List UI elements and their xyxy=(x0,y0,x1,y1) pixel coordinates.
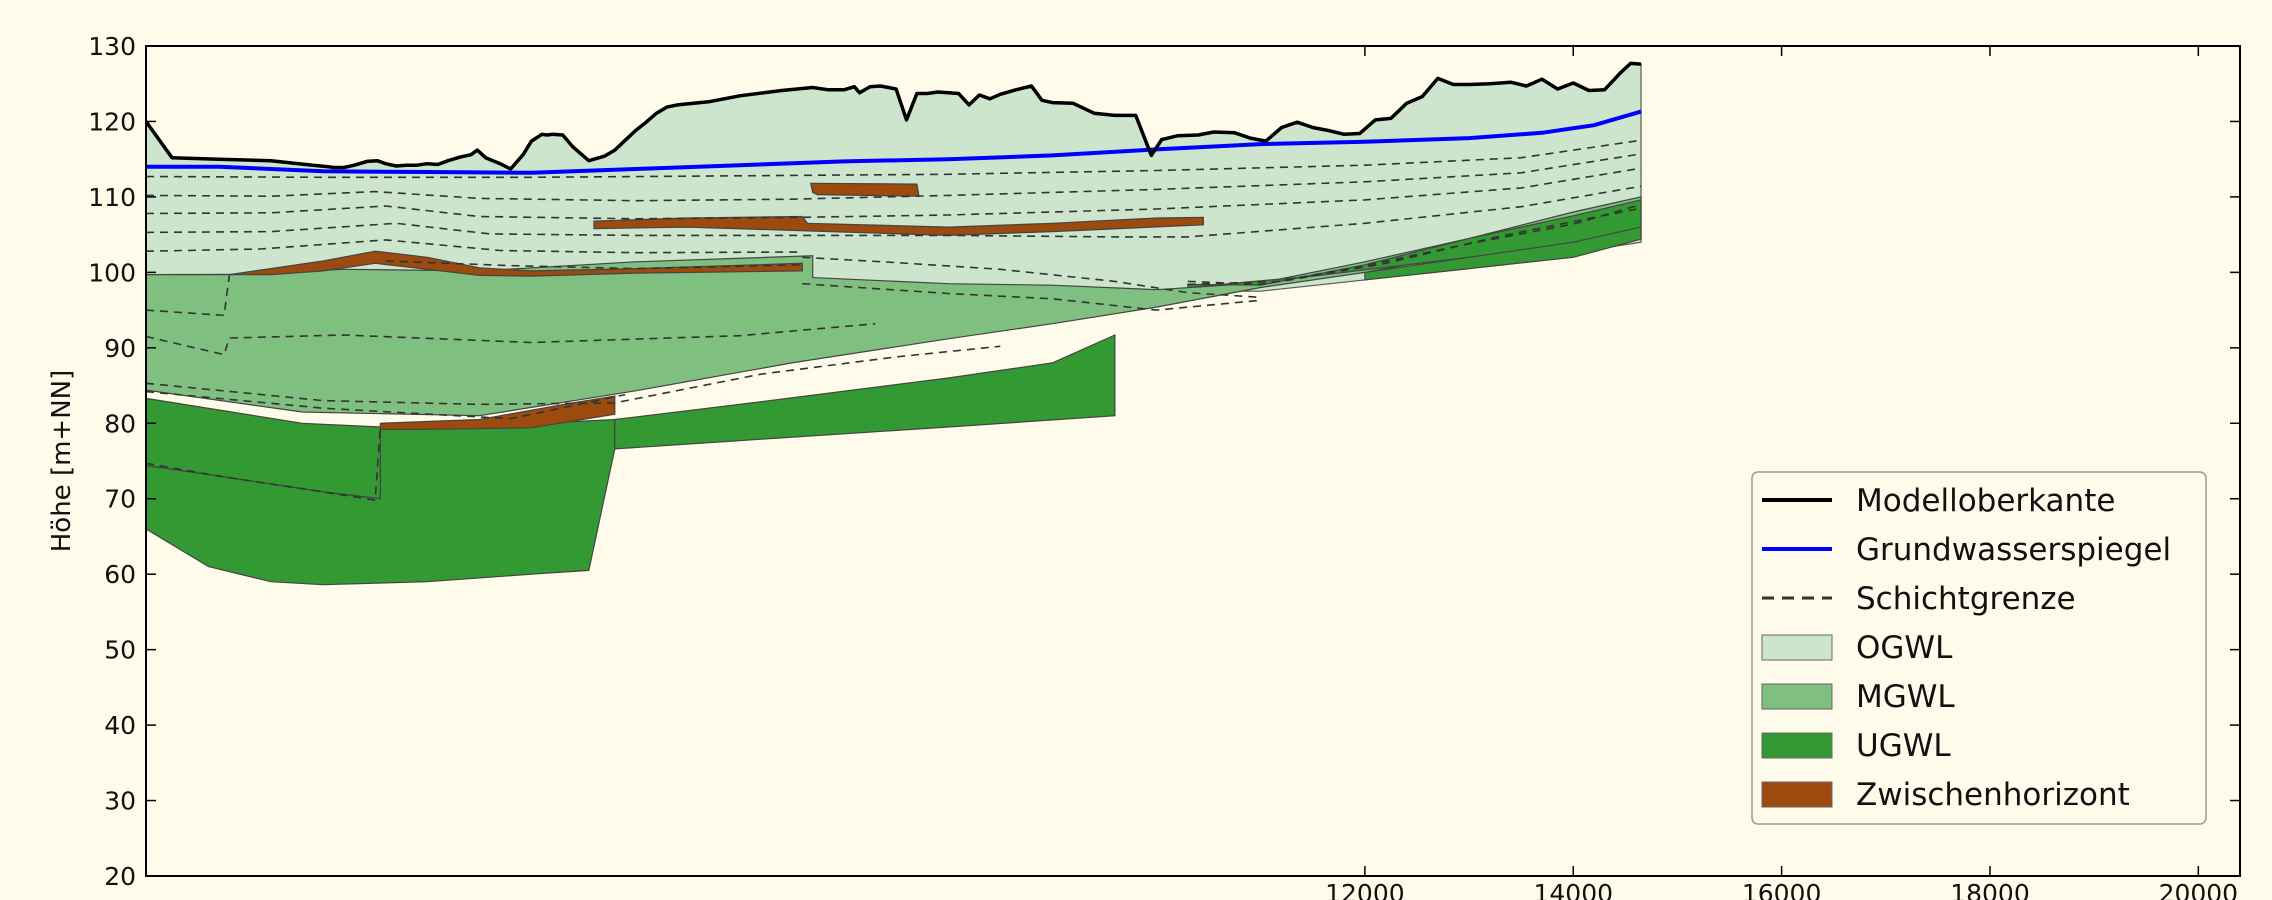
legend-box xyxy=(1751,471,2207,825)
y-axis-label: Höhe [m+NN] xyxy=(47,370,77,553)
legend-swatch-ogwl xyxy=(1761,634,1833,661)
x-tick-label: 14000 xyxy=(1533,879,1613,900)
legend-swatch-ugwl xyxy=(1761,732,1833,759)
schichtgrenze-line-5 xyxy=(385,260,803,270)
legend-label-modelloberkante: Modelloberkante xyxy=(1856,483,2115,519)
x-tick-label: 20000 xyxy=(2159,879,2239,900)
y-tick-label: 50 xyxy=(104,636,136,665)
area-zwischenhorizont-8 xyxy=(809,182,920,197)
schichtgrenze-line-8 xyxy=(146,345,1001,406)
y-tick-label: 80 xyxy=(104,409,136,438)
x-axis: 12000 14000 16000 18000 20000 xyxy=(1325,46,2238,900)
area-ugwl-2 xyxy=(146,418,616,586)
x-tick-label: 16000 xyxy=(1742,879,1822,900)
y-tick-label: 90 xyxy=(104,334,136,363)
area-ugwl-5 xyxy=(1364,226,1642,281)
schichtgrenze-line-13 xyxy=(1187,203,1642,286)
y-tick-label: 30 xyxy=(104,787,136,816)
schichtgrenze-line-0 xyxy=(146,139,1642,179)
schichtgrenze-line-3 xyxy=(146,185,1642,238)
schichtgrenze-line-6 xyxy=(146,275,231,317)
y-tick-label: 60 xyxy=(104,560,136,589)
schichtgrenze-line-14 xyxy=(1187,207,1642,286)
grundwasserspiegel-line xyxy=(146,109,1642,175)
x-tick-label: 18000 xyxy=(1950,879,2030,900)
legend: ModelloberkanteGrundwasserspiegelSchicht… xyxy=(1751,471,2207,825)
y-tick-label: 120 xyxy=(88,107,136,136)
legend-swatch-zwischenhorizont xyxy=(1761,781,1833,808)
schichtgrenze-line-11 xyxy=(802,256,1261,299)
x-tick-label: 12000 xyxy=(1325,879,1405,900)
area-mgwl-0 xyxy=(146,196,1642,417)
y-tick-label: 110 xyxy=(88,183,136,212)
y-axis: 20 30 40 50 60 70 80 90 100 110 120 130 xyxy=(88,32,2240,891)
area-zwischenhorizont-7 xyxy=(593,215,1205,237)
legend-label-ugwl: UGWL xyxy=(1856,728,1951,764)
plot-frame xyxy=(145,45,2241,877)
schichtgrenze-line-2 xyxy=(146,167,1642,220)
area-ugwl-3 xyxy=(614,334,1116,450)
area-zwischenhorizont-6 xyxy=(229,250,803,277)
legend-label-schichtgrenze: Schichtgrenze xyxy=(1856,581,2076,617)
y-tick-label: 20 xyxy=(104,862,136,891)
legend-swatch-mgwl xyxy=(1761,683,1833,710)
schichtgrenze-line-1 xyxy=(146,153,1642,202)
schichtgrenze-line-9 xyxy=(146,390,626,420)
area-zwischenhorizont-9 xyxy=(379,395,616,430)
legend-label-ogwl: OGWL xyxy=(1856,630,1953,666)
schichtgrenze-line-10 xyxy=(146,424,382,502)
area-ugwl-4 xyxy=(1187,199,1642,289)
modelloberkante-line xyxy=(146,61,1642,171)
y-tick-label: 100 xyxy=(88,258,136,287)
y-tick-label: 70 xyxy=(104,485,136,514)
plot-layers xyxy=(146,61,1642,586)
y-tick-label: 130 xyxy=(88,32,136,61)
legend-label-zwischenhorizont: Zwischenhorizont xyxy=(1856,777,2130,813)
schichtgrenze-line-7 xyxy=(146,322,876,356)
legend-label-mgwl: MGWL xyxy=(1856,679,1955,715)
schichtgrenze-line-4 xyxy=(146,239,803,254)
y-tick-label: 40 xyxy=(104,711,136,740)
legend-label-grundwasserspiegel: Grundwasserspiegel xyxy=(1856,532,2171,568)
